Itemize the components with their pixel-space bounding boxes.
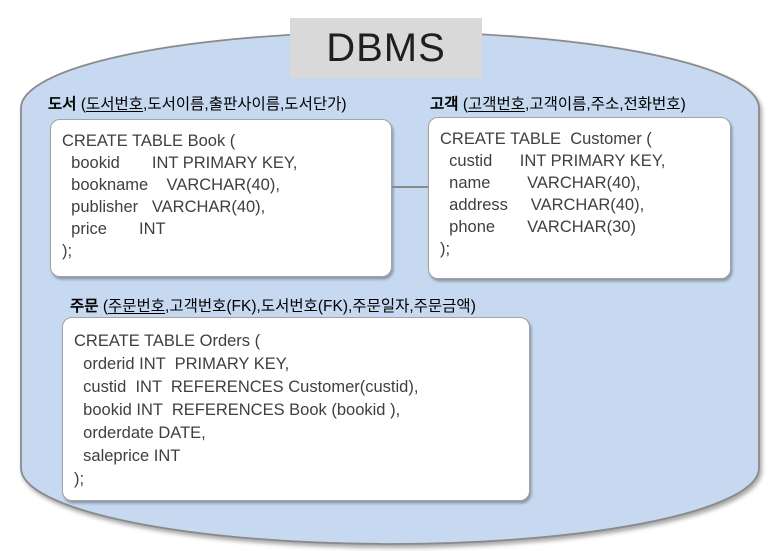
table-label-book-open: ( bbox=[76, 96, 86, 113]
table-label-customer-attrs: ,고객이름,주소,전화번호) bbox=[525, 96, 686, 113]
sql-code-customer: CREATE TABLE Customer ( custid INT PRIMA… bbox=[440, 130, 666, 258]
table-label-orders-open: ( bbox=[98, 298, 108, 315]
table-label-book-name: 도서 bbox=[48, 96, 77, 113]
table-label-orders-name: 주문 bbox=[70, 298, 99, 315]
table-label-book: 도서 (도서번호,도서이름,출판사이름,도서단가) bbox=[48, 92, 347, 114]
sql-code-book: CREATE TABLE Book ( bookid INT PRIMARY K… bbox=[62, 132, 298, 260]
table-label-customer-key: 고객번호 bbox=[468, 96, 526, 113]
dbms-title-box: DBMS bbox=[290, 18, 482, 78]
connector-line-book-customer bbox=[392, 186, 428, 188]
dbms-title: DBMS bbox=[326, 25, 446, 70]
code-box-customer: CREATE TABLE Customer ( custid INT PRIMA… bbox=[428, 117, 731, 279]
table-label-book-attrs: ,도서이름,출판사이름,도서단가) bbox=[143, 96, 347, 113]
table-label-orders-attrs: ,고객번호(FK),도서번호(FK),주문일자,주문금액) bbox=[165, 298, 476, 315]
table-label-customer-name: 고객 bbox=[430, 96, 459, 113]
table-label-book-key: 도서번호 bbox=[86, 96, 144, 113]
table-label-customer-open: ( bbox=[458, 96, 468, 113]
table-label-orders: 주문 (주문번호,고객번호(FK),도서번호(FK),주문일자,주문금액) bbox=[70, 294, 476, 316]
table-label-customer: 고객 (고객번호,고객이름,주소,전화번호) bbox=[430, 92, 686, 114]
table-label-orders-key: 주문번호 bbox=[108, 298, 166, 315]
sql-code-orders: CREATE TABLE Orders ( orderid INT PRIMAR… bbox=[74, 332, 419, 488]
code-box-orders: CREATE TABLE Orders ( orderid INT PRIMAR… bbox=[62, 317, 530, 501]
code-box-book: CREATE TABLE Book ( bookid INT PRIMARY K… bbox=[50, 119, 392, 277]
